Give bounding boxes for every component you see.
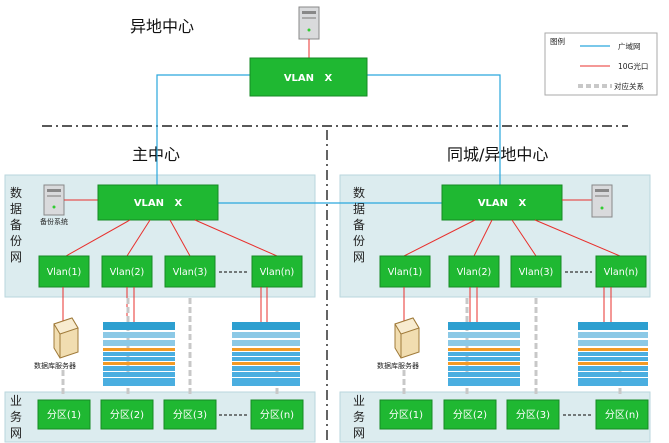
right-storage-array-2 [448, 322, 520, 386]
right-backup-zone-label-2: 据 [353, 202, 365, 216]
site-main-title: 主中心 [132, 145, 180, 164]
left-vlan-3 [164, 255, 216, 288]
left-partition-n-label: 分区(n) [260, 409, 294, 421]
left-core-vlan2-link [126, 219, 151, 257]
right-partition-2-label: 分区(2) [453, 409, 487, 421]
right-core-vlan3-link [511, 219, 537, 257]
left-partition-n [250, 399, 304, 430]
right-business-zone-label-3: 网 [353, 426, 365, 440]
right-business-zone-label-1: 业 [353, 394, 365, 408]
right-partition-2 [443, 399, 497, 430]
left-business-zone-label-1: 业 [10, 394, 22, 408]
right-backup-zone-label-4: 份 [353, 234, 365, 248]
left-core-vlan1-link [65, 219, 131, 257]
left-core-vlan3-link [169, 219, 191, 257]
right-vlan-2-label: Vlan(2) [457, 267, 491, 278]
left-core-label: VLAN X [134, 198, 183, 209]
backup-system-label: 备份系统 [40, 217, 68, 226]
right-vlan-2 [448, 255, 500, 288]
right-partition-3 [506, 399, 560, 430]
left-storage-array-2 [103, 322, 175, 386]
left-db-server [53, 317, 79, 359]
right-backup-zone-label-1: 数 [353, 185, 365, 200]
left-db-label: 数据库服务器 [34, 361, 76, 370]
right-vlan-n-label: Vlan(n) [604, 267, 638, 278]
right-vlan-3-label: Vlan(3) [519, 267, 553, 278]
legend-item-wan: 广域网 [618, 41, 641, 51]
right-db-label: 数据库服务器 [377, 361, 419, 370]
right-partition-3-label: 分区(3) [516, 409, 550, 421]
right-partition-n-label: 分区(n) [605, 409, 639, 421]
left-backup-zone-label-2: 据 [10, 202, 22, 216]
left-business-zone-label-2: 务 [10, 409, 22, 424]
left-vlan-n [251, 255, 303, 288]
left-vlan-1-label: Vlan(1) [47, 267, 81, 278]
right-partition-1 [379, 399, 433, 430]
left-backup-zone-label-1: 数 [10, 185, 22, 200]
left-business-zone-label-3: 网 [10, 426, 22, 440]
wan-link-left [156, 74, 250, 185]
right-vlan-n [595, 255, 647, 288]
top-vlan-switch [249, 57, 368, 97]
left-vlan-2-label: Vlan(2) [110, 267, 144, 278]
legend-title: 图例 [550, 36, 565, 46]
backup-system-server [43, 184, 65, 216]
left-core-switch [97, 184, 219, 221]
right-vlan-3 [510, 255, 562, 288]
left-partition-1 [37, 399, 91, 430]
left-backup-zone-label-5: 网 [10, 250, 22, 264]
right-core-label: VLAN X [478, 198, 527, 209]
right-backup-zone-label-3: 备 [353, 218, 365, 232]
left-partition-2-label: 分区(2) [110, 409, 144, 421]
remote-server [298, 6, 320, 40]
left-partition-3 [163, 399, 217, 430]
right-partition-1-label: 分区(1) [389, 409, 423, 421]
legend-item-fiber: 10G光口 [618, 61, 648, 71]
left-partition-2 [100, 399, 154, 430]
right-backup-zone-label-5: 网 [353, 250, 365, 264]
top-vlan-label: VLAN X [284, 73, 333, 84]
right-backup-server [591, 184, 613, 218]
left-vlan-2 [101, 255, 153, 288]
right-core-vlan1-link [403, 219, 476, 257]
right-partition-n [595, 399, 649, 430]
left-vlan-3-label: Vlan(3) [173, 267, 207, 278]
right-db-server [394, 317, 420, 359]
right-core-switch [441, 184, 563, 221]
left-core-vlann-link [194, 219, 278, 257]
right-core-vlann-link [534, 219, 621, 257]
left-partition-3-label: 分区(3) [173, 409, 207, 421]
site-dr-title: 同城/异地中心 [447, 145, 548, 164]
right-storage-array-n [578, 322, 648, 386]
site-remote-title: 异地中心 [130, 17, 194, 36]
left-vlan-n-label: Vlan(n) [260, 267, 294, 278]
left-storage-array-n [232, 322, 300, 386]
left-backup-zone-label-3: 备 [10, 218, 22, 232]
right-vlan-1-label: Vlan(1) [388, 267, 422, 278]
legend-item-mapping: 对应关系 [614, 81, 644, 91]
right-vlan-1 [379, 255, 431, 288]
left-vlan-1 [38, 255, 90, 288]
legend: 图例 广域网 10G光口 对应关系 [544, 32, 658, 96]
left-partition-1-label: 分区(1) [47, 409, 81, 421]
left-backup-zone-label-4: 份 [10, 234, 22, 248]
wan-link-right [367, 74, 501, 185]
right-core-vlan2-link [473, 219, 493, 257]
right-business-zone-label-2: 务 [353, 409, 365, 424]
